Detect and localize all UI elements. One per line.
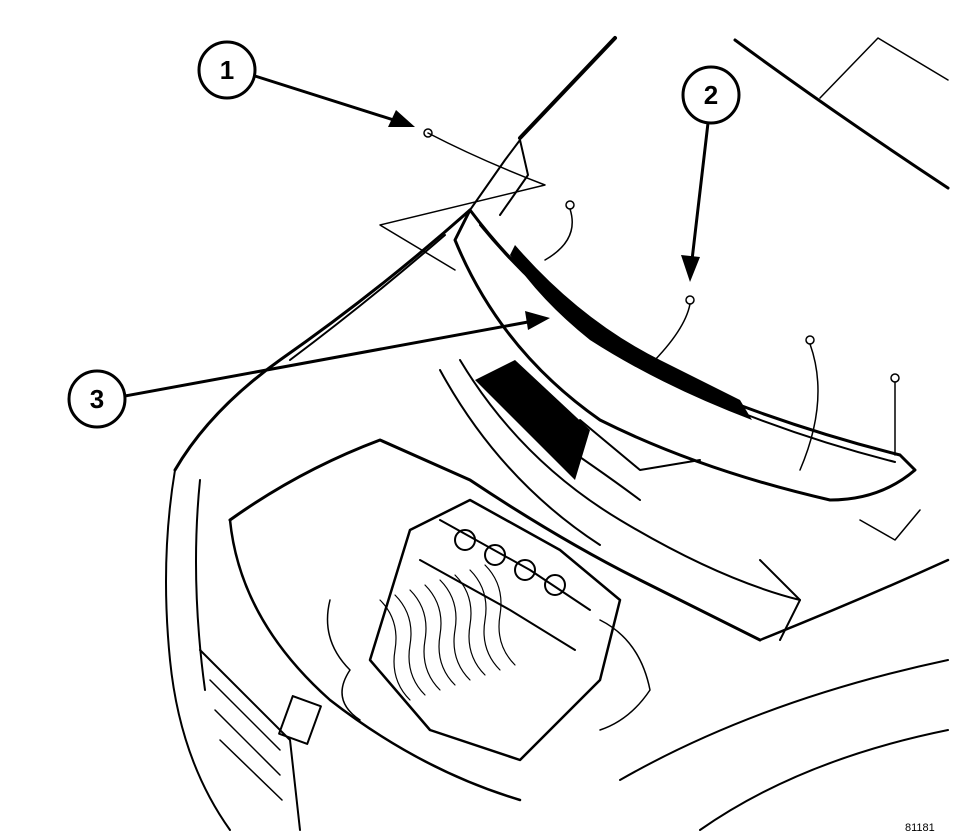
engine-block — [326, 498, 651, 762]
fender-outline — [165, 208, 472, 831]
engine-bay — [228, 359, 801, 802]
fastener-1 — [379, 128, 546, 271]
front-grille — [199, 649, 322, 831]
callout-3: 3 — [67, 369, 127, 429]
callout-1: 1 — [197, 40, 257, 100]
leader-arrow-3 — [123, 311, 550, 398]
right-fender — [619, 558, 950, 831]
callout-3-label: 3 — [90, 384, 104, 414]
leader-arrow-2 — [681, 121, 710, 282]
windshield-outline — [518, 36, 950, 190]
cowl-panel — [453, 139, 917, 502]
cowl-seal-strip — [510, 245, 752, 420]
plenum-shadow — [475, 360, 590, 480]
intake-manifold-hatching — [379, 564, 516, 701]
figure-code: 81181 — [905, 822, 935, 834]
callout-2: 2 — [681, 65, 741, 125]
callout-1-label: 1 — [220, 55, 234, 85]
fastener-2 — [544, 200, 921, 541]
leader-arrow-1 — [253, 74, 415, 127]
callout-2-label: 2 — [704, 80, 718, 110]
